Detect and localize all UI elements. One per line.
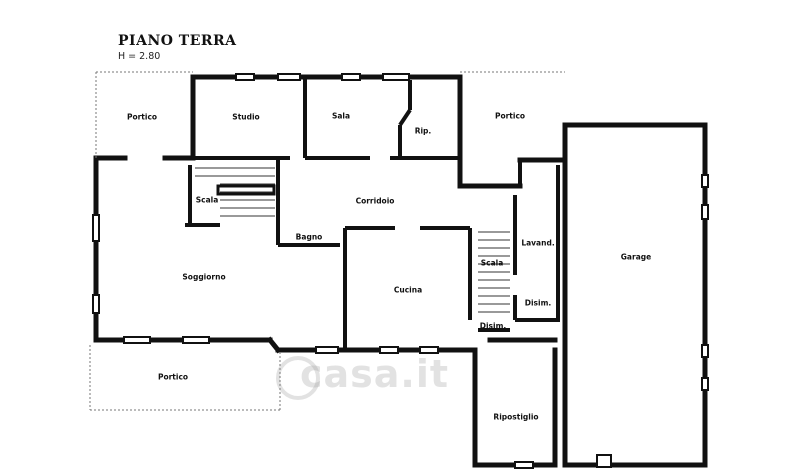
room-disimpegno-bottom: Disim. [479,321,507,331]
room-ripostiglio-small: Rip. [414,126,432,136]
inner-walls [185,77,560,350]
room-lavanderia: Lavand. [521,238,555,248]
room-scala: Scala [195,195,219,205]
room-garage: Garage [620,252,652,262]
room-disimpegno-right: Disim. [524,298,552,308]
room-corridoio: Corridoio [355,196,395,206]
window-openings [92,73,709,469]
room-scala-small: Scala [480,258,504,268]
stair-treads [195,167,510,313]
room-studio: Studio [232,112,260,122]
room-sala: Sala [331,111,351,121]
ceiling-height-note: H = 2.80 [118,51,161,62]
room-portico-ne: Portico [494,111,526,121]
room-bagno: Bagno [295,232,323,242]
room-soggiorno: Soggiorno [182,272,226,282]
room-portico-nw: Portico [126,112,158,122]
room-ripostiglio: Ripostiglio [493,412,539,422]
watermark-text: casa.it [300,352,450,396]
room-cucina: Cucina [393,285,423,295]
room-portico-sw: Portico [157,372,189,382]
watermark-logo-icon [276,356,320,400]
plan-title: PIANO TERRA [118,33,237,49]
